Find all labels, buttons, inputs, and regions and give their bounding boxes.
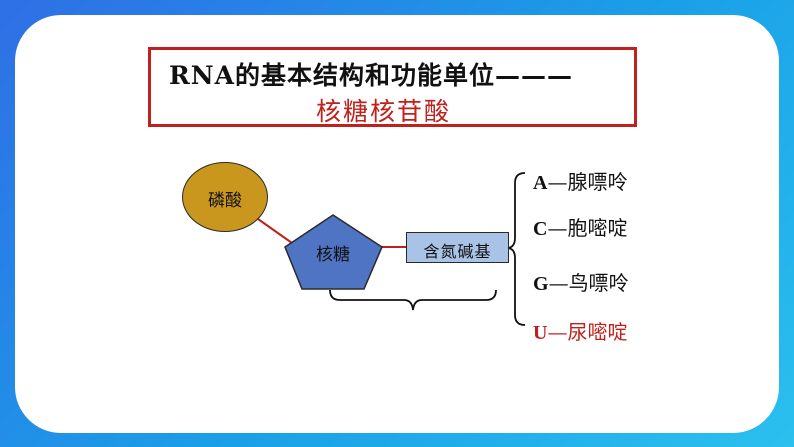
base-item-c: C—胞嘧啶	[533, 212, 627, 241]
base-item-u: U—尿嘧啶	[533, 316, 627, 345]
phosphate-label: 磷酸	[208, 191, 242, 211]
base-letter: U	[533, 322, 548, 344]
nitrogenous-base-node: 含氮碱基	[406, 232, 509, 263]
base-name: 尿嘧啶	[567, 320, 628, 344]
base-dash: —	[547, 320, 568, 344]
title-box: RNA的基本结构和功能单位——— 核糖核苷酸	[148, 47, 637, 127]
bottom-brace	[329, 289, 497, 311]
base-item-a: A—腺嘌呤	[533, 166, 627, 195]
base-name: 胞嘧啶	[567, 216, 628, 240]
title-line-1: RNA的基本结构和功能单位———	[169, 61, 574, 90]
base-dash: —	[548, 271, 569, 295]
base-item-g: G—鸟嘌呤	[533, 267, 629, 296]
base-name: 腺嘌呤	[567, 170, 628, 194]
base-letter: C	[533, 218, 548, 240]
base-letter: A	[533, 172, 548, 194]
base-name: 鸟嘌呤	[568, 271, 629, 295]
right-brace	[507, 172, 526, 326]
ribose-pentagon	[284, 214, 383, 290]
phosphate-ribose-connector	[257, 218, 293, 244]
title-line-2: 核糖核苷酸	[316, 97, 452, 126]
base-dash: —	[547, 170, 568, 194]
ribose-label: 核糖	[316, 245, 350, 265]
base-dash: —	[547, 216, 568, 240]
phosphate-node: 磷酸	[182, 162, 268, 232]
nitrogenous-base-label: 含氮碱基	[423, 242, 492, 261]
base-letter: G	[533, 273, 549, 295]
